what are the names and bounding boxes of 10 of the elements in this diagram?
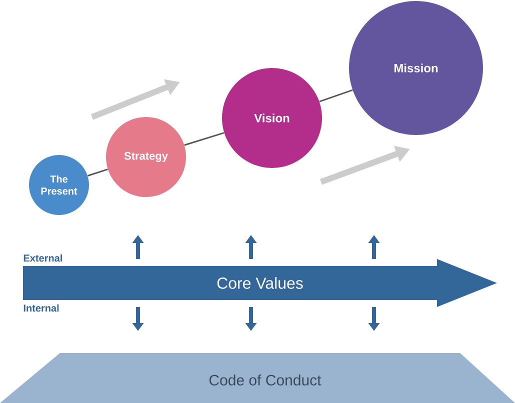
side-label: Internal [24, 304, 59, 312]
circle-node: Mission [349, 1, 483, 135]
base-trapezoid: Code of Conduct [0, 352, 515, 403]
circle-node: The Present [29, 155, 89, 215]
connector-line [88, 168, 108, 176]
connector-line [319, 89, 353, 102]
connector-line [184, 132, 224, 146]
circle-node: Vision [222, 68, 322, 168]
circle-node: Strategy [106, 117, 186, 197]
side-label: External [24, 254, 62, 262]
